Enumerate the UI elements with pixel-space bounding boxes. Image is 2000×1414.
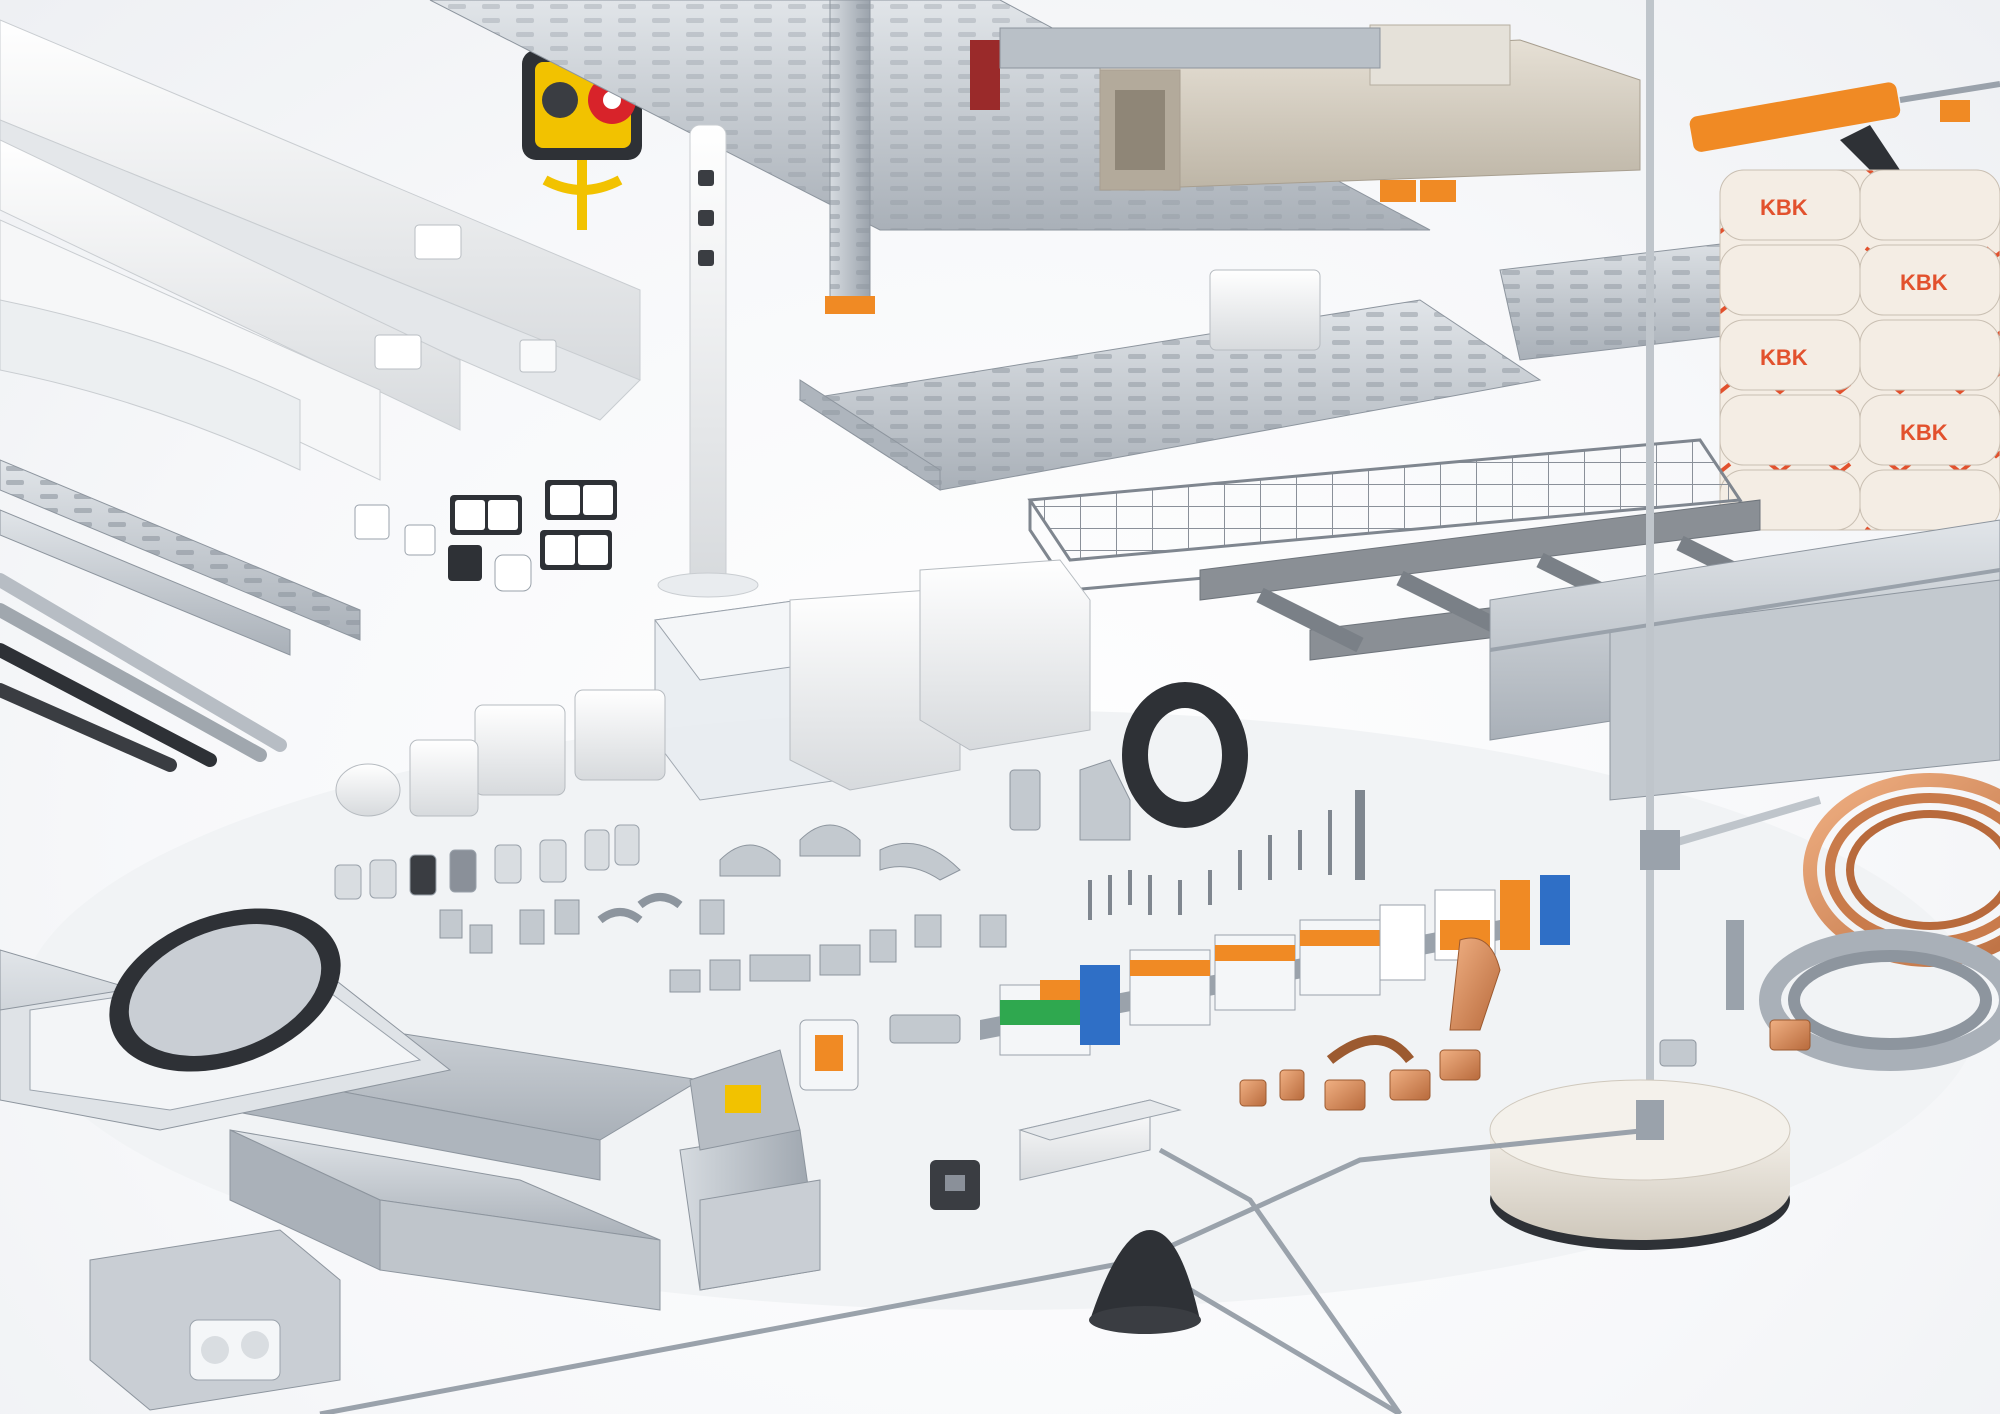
fire-protection-bag-icon: KBK KBK KBK KBK [1719, 169, 2000, 531]
sealant-gun [1689, 81, 2000, 180]
cable-grommet [1122, 682, 1248, 828]
lightning-rod-stand [1489, 0, 1822, 1250]
anchors-and-screws [1088, 790, 1365, 920]
solid-trunking [1489, 519, 2000, 801]
equipotential-bar [930, 1099, 1182, 1210]
cable-trunking-group [0, 19, 641, 481]
bag-brand-text: KBK [1760, 345, 1808, 370]
socket-icon [374, 334, 422, 370]
junction-box-icon [335, 269, 1321, 817]
bag-brand-text: KBK [1900, 420, 1948, 445]
service-pole [657, 124, 759, 598]
modular-sockets [354, 480, 617, 592]
steel-strip-coil [1726, 920, 2000, 1071]
clips-and-fasteners [439, 759, 1131, 993]
cable-glands [334, 824, 640, 900]
rails-and-tubes [0, 459, 361, 772]
socket-icon [414, 224, 462, 260]
floor-socket-box [679, 1049, 821, 1291]
copper-clamp-icon [1239, 937, 1811, 1111]
bag-brand-text: KBK [1760, 195, 1808, 220]
bag-brand-text: KBK [1900, 270, 1948, 295]
floor-box-icon [0, 908, 702, 1411]
surge-protector-icon [799, 875, 1570, 1091]
roof-conductor-holder [1089, 1230, 1201, 1334]
concrete-duct [970, 24, 1641, 202]
